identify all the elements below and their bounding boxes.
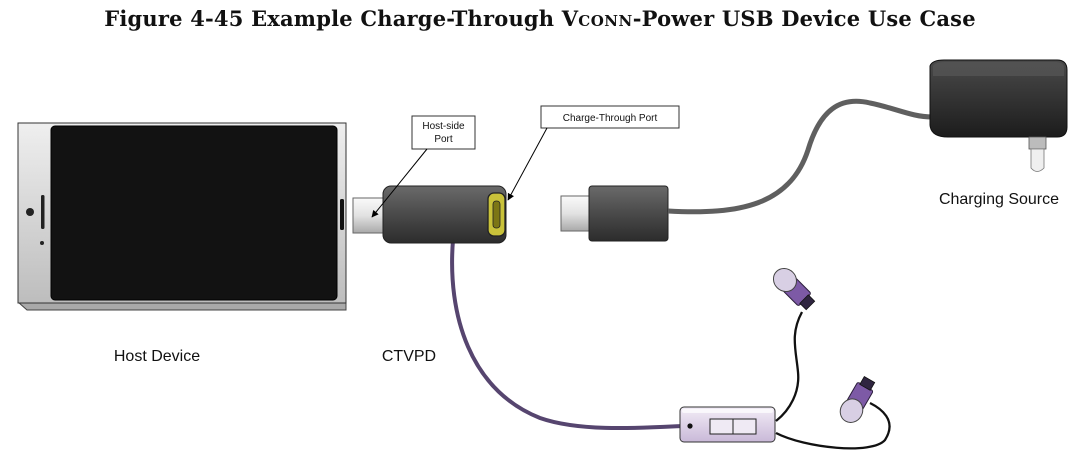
- label-charging-source: Charging Source: [939, 191, 1059, 208]
- label-host-device: Host Device: [114, 348, 200, 365]
- ctvpd-body: [382, 185, 507, 244]
- phone-speaker: [41, 195, 45, 229]
- phone-screen: [50, 125, 338, 301]
- earbud-left: [772, 267, 816, 311]
- figure-title-smallcaps: CONN: [578, 12, 633, 30]
- accessory-cable: [450, 239, 683, 431]
- callout-arrow: [507, 127, 548, 201]
- callout-charge-through-port: Charge-Through Port: [507, 105, 680, 201]
- charging-plug: [560, 185, 669, 242]
- adapter-prong: [1030, 148, 1045, 172]
- host-device: [17, 122, 347, 311]
- figure-title-prefix: Figure 4-45 Example Charge-Through V: [104, 6, 579, 31]
- wall-adapter: [929, 59, 1068, 172]
- callout-host-side-port-line1: Host-side: [422, 121, 465, 132]
- callout-charge-through-port-text: Charge-Through Port: [563, 113, 658, 124]
- earbud-right: [839, 375, 876, 423]
- figure-title: Figure 4-45 Example Charge-Through VCONN…: [0, 6, 1080, 31]
- ctvpd-dongle: [352, 185, 507, 244]
- audio-accessory-remote: [679, 406, 776, 443]
- label-ctvpd: CTVPD: [382, 348, 436, 365]
- figure-title-suffix: -Power USB Device Use Case: [632, 6, 976, 31]
- earbud-cables: [775, 311, 891, 450]
- phone-camera: [26, 208, 34, 216]
- callout-arrow: [371, 148, 428, 218]
- callout-host-side-port: Host-side Port: [371, 115, 476, 218]
- phone-usb-port: [340, 199, 344, 230]
- charging-cable: [667, 98, 933, 215]
- callout-host-side-port-line2: Port: [434, 134, 453, 145]
